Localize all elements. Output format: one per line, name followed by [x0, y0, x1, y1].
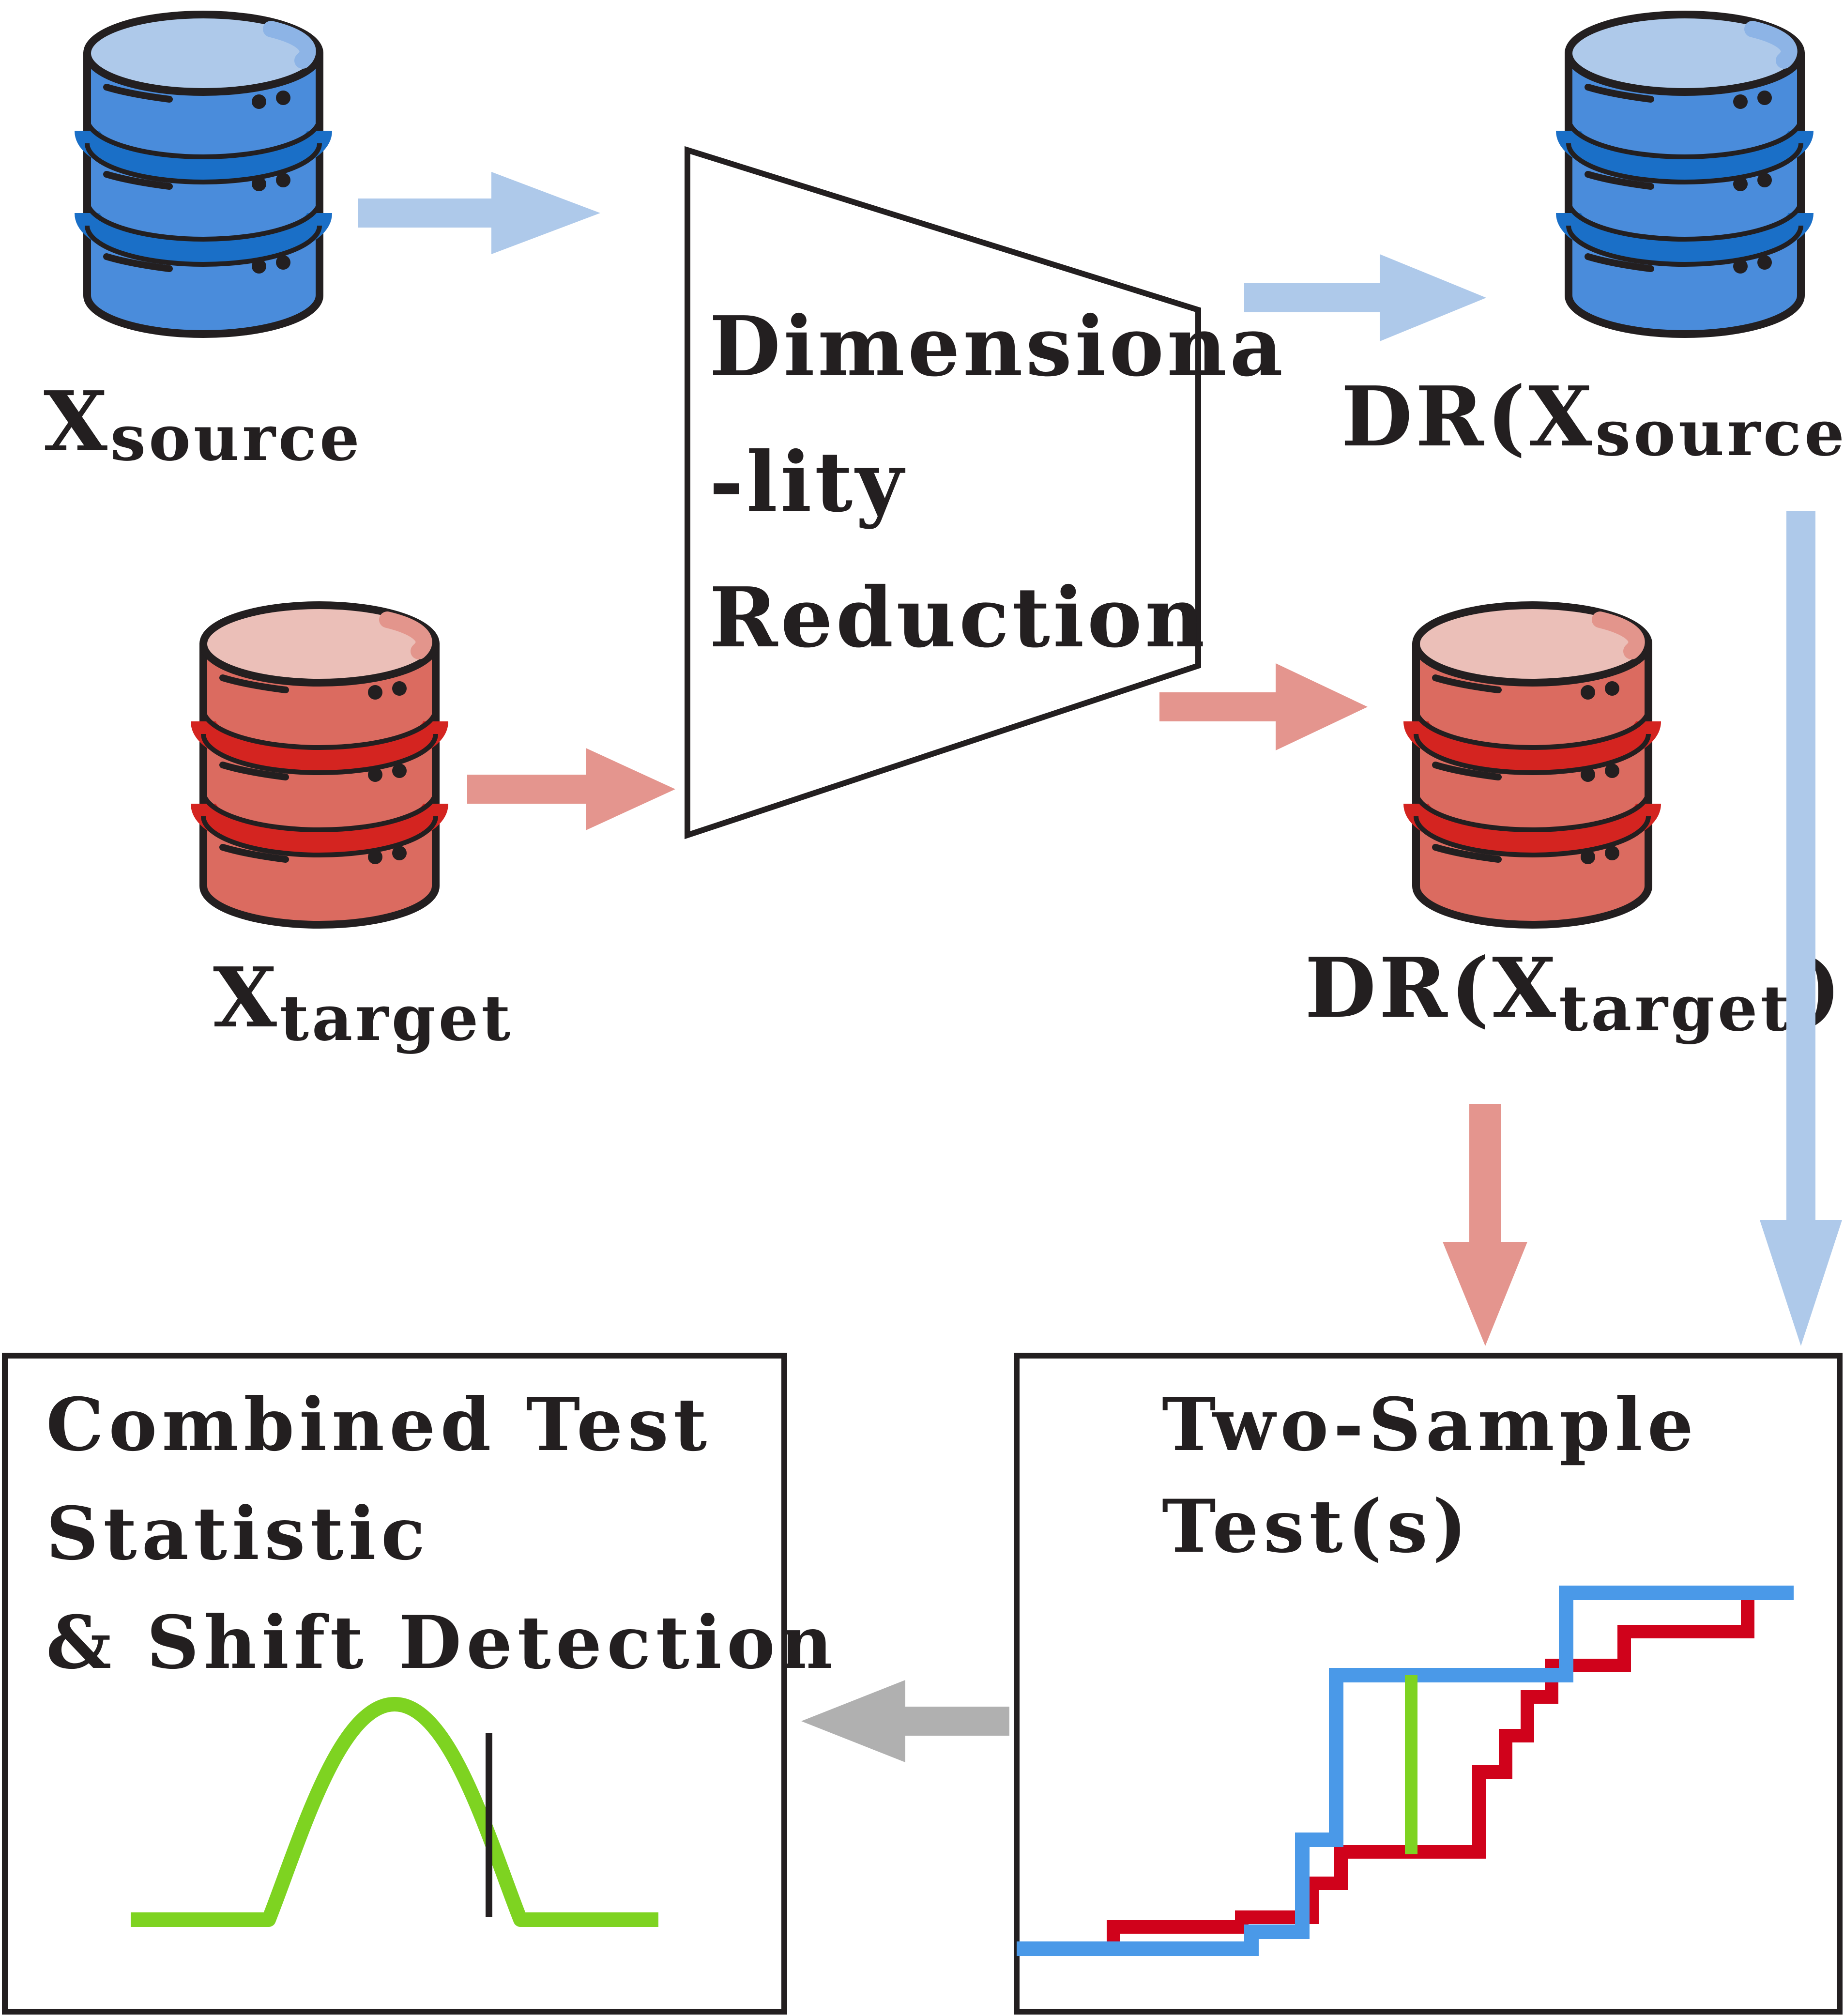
reduced-source-database-icon: [1569, 15, 1801, 334]
ecdf-step-plot-icon: [1017, 1586, 1794, 1956]
bell-curve-icon: [131, 1697, 658, 1927]
combined-test-box: [2, 1353, 787, 2015]
reduced-source-to-test-arrow: [1760, 511, 1842, 1346]
dr-to-reduced-target-arrow: [1159, 663, 1368, 750]
dr-to-reduced-source-arrow: [1244, 254, 1486, 341]
combined-title-line2: Statistic: [46, 1491, 430, 1576]
dr-block-line2: -lity: [709, 434, 906, 531]
source-to-dr-arrow: [358, 172, 600, 254]
source-database-icon: [87, 15, 320, 334]
reduced-target-to-test-arrow: [1443, 1104, 1527, 1346]
dr-source-label: DR(Xsource): [1341, 368, 1844, 470]
dr-block-line3: Reduction: [709, 569, 1208, 666]
two-sample-title-line2: Test(s): [1162, 1484, 1472, 1569]
dr-block-line1: Dimensiona: [709, 298, 1286, 395]
combined-title-line3: & Shift Detection: [46, 1600, 838, 1685]
dr-target-label: DR(Xtarget): [1305, 940, 1844, 1045]
x-source-label: Xsource: [44, 373, 363, 475]
reduced-target-database-icon: [1416, 605, 1648, 925]
combined-title-line1: Combined Test: [46, 1382, 712, 1467]
two-sample-title-line1: Two-Sample: [1162, 1382, 1698, 1467]
test-to-combined-arrow: [801, 1680, 1009, 1762]
x-target-label: Xtarget: [213, 949, 513, 1055]
target-to-dr-arrow: [467, 748, 675, 830]
dimensionality-reduction-block: [685, 146, 1201, 840]
two-sample-test-box: [1014, 1353, 1843, 2015]
target-database-icon: [203, 605, 436, 925]
